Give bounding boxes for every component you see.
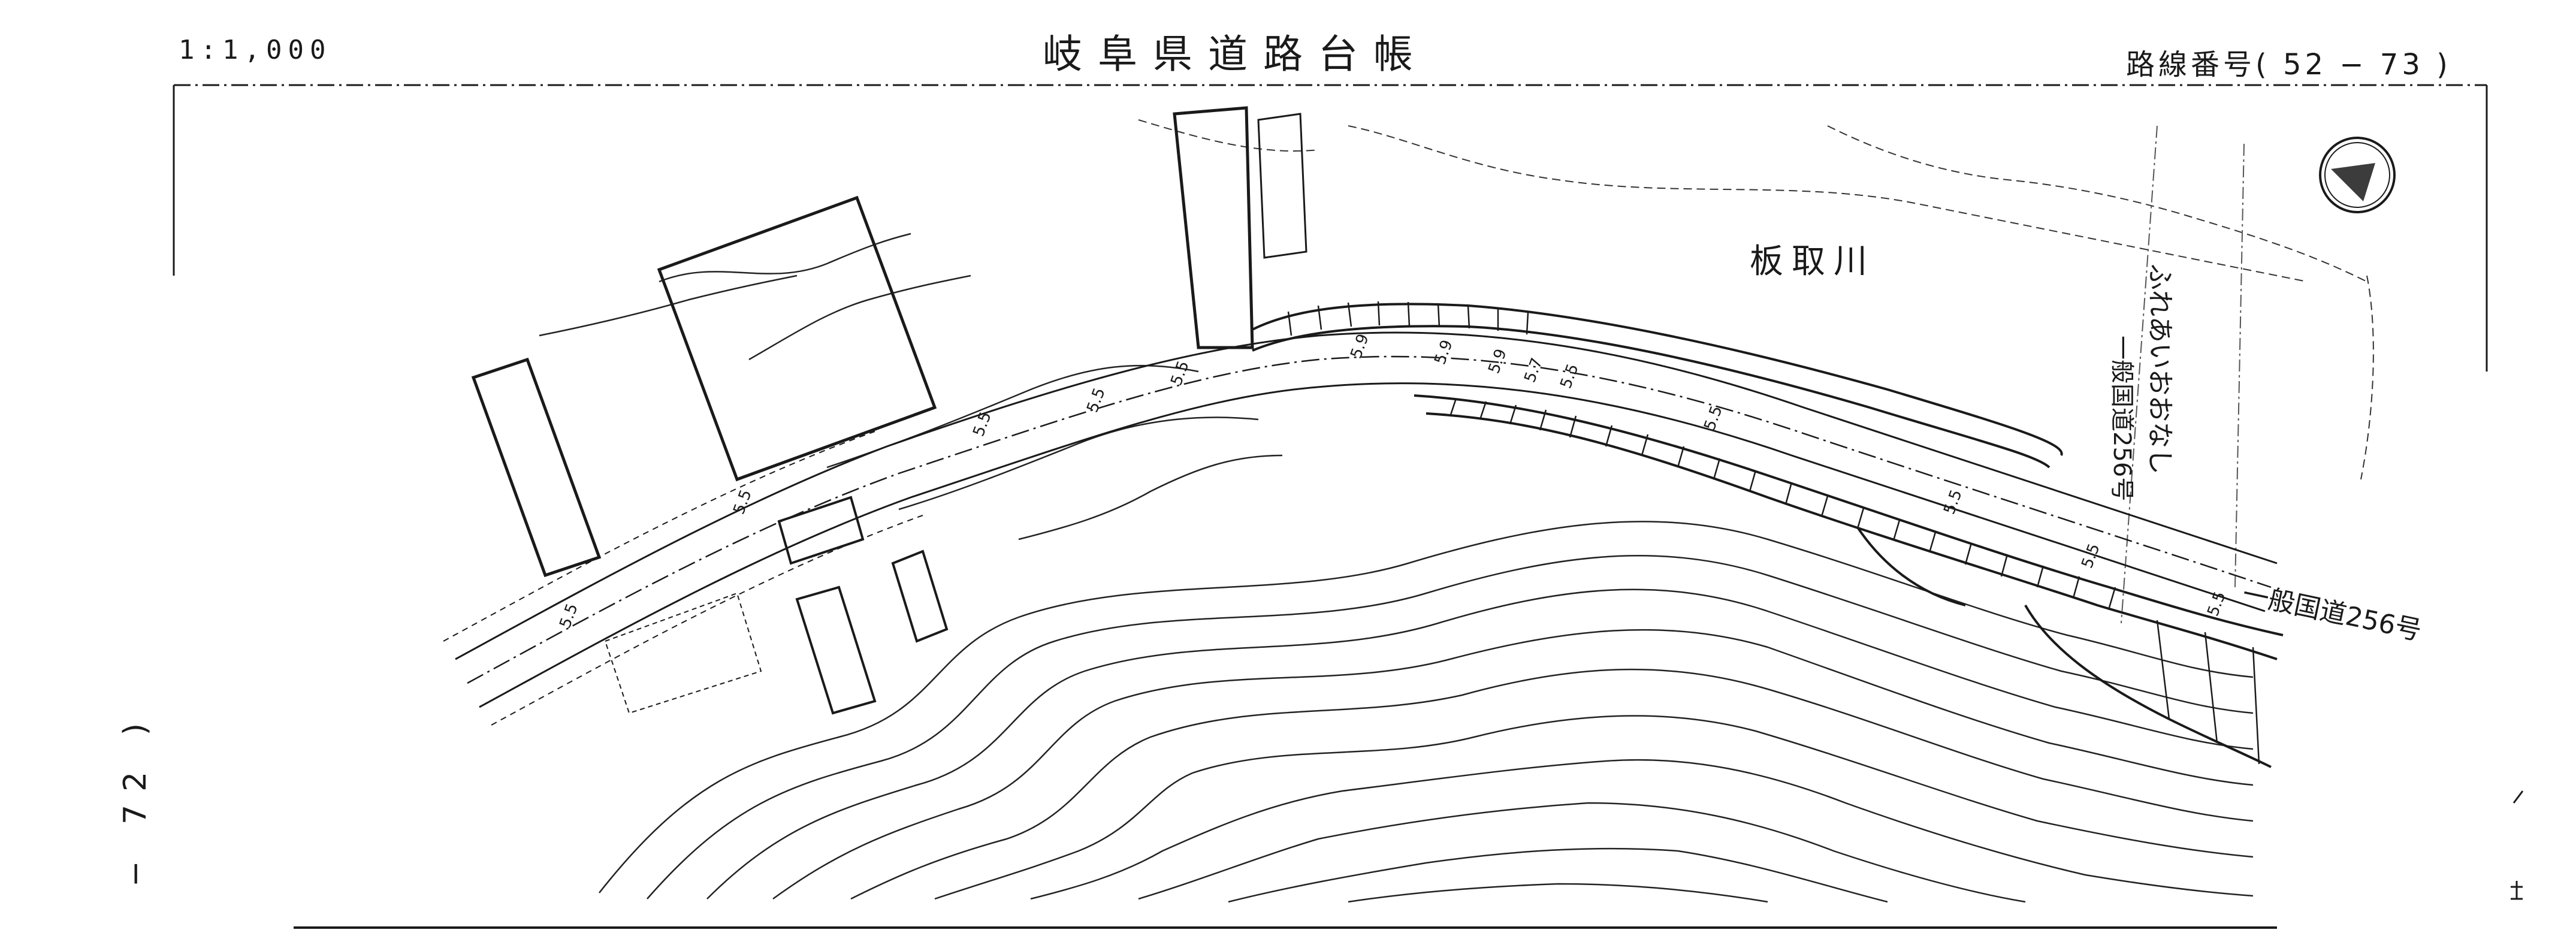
road-label-national: 一般国道256号 [2240, 579, 2424, 647]
page-title: 岐阜県道路台帳 [1043, 31, 1429, 77]
elevation-marks: 5.5 5.5 5.5 5.5 5.5 5.9 5.9 5.9 5.7 5.5 … [556, 331, 2229, 630]
road-label-vertical: 一般国道256号 [2108, 336, 2136, 501]
retaining-walls [1252, 303, 2284, 768]
route-number: 路線番号( 52 − 73 ) [2126, 48, 2451, 81]
elevation-value: 5.5 [1557, 361, 1582, 391]
elevation-value: 5.5 [730, 487, 755, 517]
elevation-value: 5.5 [2204, 589, 2229, 618]
map-scale: 1:1,000 [179, 35, 332, 65]
contour-lines [539, 233, 2254, 903]
dash-dot-lines [2121, 125, 2245, 624]
elevation-value: 5.9 [1431, 337, 1456, 367]
elevation-value: 5.9 [1485, 346, 1510, 376]
wall-hatching [1287, 301, 2260, 765]
compass-icon [2319, 137, 2396, 213]
facility-label: ふれあいおおなし [2145, 264, 2175, 475]
elevation-value: 5.5 [556, 601, 581, 630]
elevation-value: 5.5 [2078, 541, 2103, 570]
prefectural-road [443, 331, 2278, 726]
elevation-value: 5.5 [970, 409, 995, 439]
edge-marks [2511, 790, 2524, 900]
elevation-value: 5.5 [1083, 385, 1109, 415]
elevation-value: 5.7 [1521, 355, 1546, 385]
boundary-lines [1138, 119, 2374, 480]
river-label: 板取川 [1750, 242, 1876, 281]
map-frame [173, 84, 2488, 929]
buildings [471, 106, 1307, 715]
